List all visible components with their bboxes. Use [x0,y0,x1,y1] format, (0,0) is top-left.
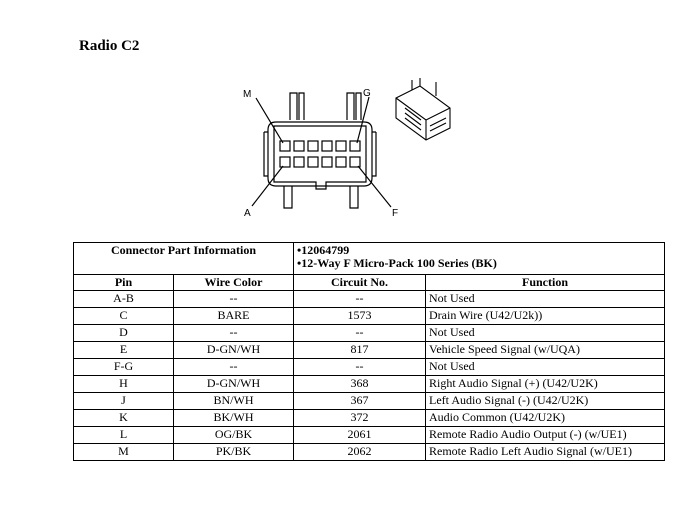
circuit-cell: 817 [293,341,426,359]
function-cell: Not Used [424,290,666,308]
pin-label-g: G [363,88,371,99]
table-row: H D-GN/WH 368 Right Audio Signal (+) (U4… [73,375,666,393]
table-row: C BARE 1573 Drain Wire (U42/U2k)) [73,307,666,325]
table-row: M PK/BK 2062 Remote Radio Left Audio Sig… [73,443,666,461]
circuit-cell: 372 [293,409,426,427]
wire-color-cell: -- [173,324,294,342]
connector-3d-view [395,78,451,141]
pin-cell: L [73,426,174,444]
circuit-cell: -- [293,358,426,376]
pin-cell: F-G [73,358,174,376]
wire-color-cell: BK/WH [173,409,294,427]
pin-cell: D [73,324,174,342]
table-row: F-G -- -- Not Used [73,358,666,376]
table-row: L OG/BK 2061 Remote Radio Audio Output (… [73,426,666,444]
connector-info-row: Connector Part Information •12064799 •12… [73,242,666,275]
pin-cell: M [73,443,174,461]
function-cell: Not Used [424,358,666,376]
wire-color-cell: D-GN/WH [173,341,294,359]
pin-label-f: F [392,208,398,219]
connector-info-label: Connector Part Information [73,242,294,275]
function-cell: Right Audio Signal (+) (U42/U2K) [424,375,666,393]
table-row: E D-GN/WH 817 Vehicle Speed Signal (w/UQ… [73,341,666,359]
table-row: A-B -- -- Not Used [73,290,666,308]
pin-cell: A-B [73,290,174,308]
circuit-cell: -- [293,324,426,342]
function-cell: Remote Radio Audio Output (-) (w/UE1) [424,426,666,444]
pin-cell: J [73,392,174,410]
circuit-cell: 2062 [293,443,426,461]
column-header-function: Function [424,274,666,291]
page-title: Radio C2 [79,38,140,54]
function-cell: Left Audio Signal (-) (U42/U2K) [424,392,666,410]
wire-color-cell: -- [173,358,294,376]
pin-cell: C [73,307,174,325]
pin-label-a: A [244,208,251,219]
connector-pinout-table: Connector Part Information •12064799 •12… [73,242,666,461]
wire-color-cell: D-GN/WH [173,375,294,393]
pin-cell: K [73,409,174,427]
function-cell: Audio Common (U42/U2K) [424,409,666,427]
column-header-circuit: Circuit No. [293,274,426,291]
column-header-wire-color: Wire Color [173,274,294,291]
circuit-cell: 367 [293,392,426,410]
table-header-row: Pin Wire Color Circuit No. Function [73,274,666,291]
circuit-cell: 1573 [293,307,426,325]
part-number: •12064799 [297,243,350,257]
table-row: D -- -- Not Used [73,324,666,342]
wire-color-cell: OG/BK [173,426,294,444]
table-row: K BK/WH 372 Audio Common (U42/U2K) [73,409,666,427]
circuit-cell: -- [293,290,426,308]
function-cell: Remote Radio Left Audio Signal (w/UE1) [424,443,666,461]
pin-label-m: M [243,89,251,100]
table-row: J BN/WH 367 Left Audio Signal (-) (U42/U… [73,392,666,410]
wire-color-cell: -- [173,290,294,308]
circuit-cell: 2061 [293,426,426,444]
pin-cell: H [73,375,174,393]
wire-color-cell: PK/BK [173,443,294,461]
wire-color-cell: BN/WH [173,392,294,410]
connector-type: •12-Way F Micro-Pack 100 Series (BK) [297,256,497,270]
function-cell: Drain Wire (U42/U2k)) [424,307,666,325]
connector-info-value: •12064799 •12-Way F Micro-Pack 100 Serie… [292,242,666,275]
column-header-pin: Pin [73,274,174,291]
wire-color-cell: BARE [173,307,294,325]
pin-cell: E [73,341,174,359]
function-cell: Vehicle Speed Signal (w/UQA) [424,341,666,359]
connector-diagram: M G A F [243,78,451,219]
function-cell: Not Used [424,324,666,342]
circuit-cell: 368 [293,375,426,393]
